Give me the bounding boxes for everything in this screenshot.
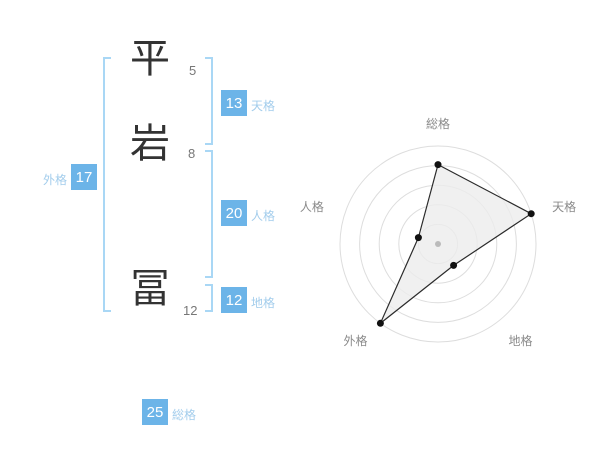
gaikaku-bracket [103, 57, 111, 312]
radar-ring [339, 145, 537, 343]
radar-chart: 総格天格地格 外格 人格 [300, 110, 600, 400]
jinkaku-value-box: 20 [221, 200, 247, 226]
radar-axis-label: 地格 [509, 333, 533, 348]
chikaku-bracket [205, 284, 213, 312]
stroke-count-2: 8 [188, 146, 196, 161]
name-character-2: 岩 [130, 122, 170, 166]
jinkaku-bracket [205, 150, 213, 278]
radar-data-point [450, 261, 458, 269]
soukaku-value-box: 25 [142, 399, 168, 425]
radar-axis-label: 人格 [300, 199, 324, 214]
tenkaku-value-box: 13 [221, 90, 247, 116]
tenkaku-bracket [205, 57, 213, 145]
stroke-count-3: 12 [183, 303, 198, 318]
radar-data-polygon [379, 163, 533, 324]
radar-axis-label: 天格 [552, 199, 576, 214]
chikaku-value-box: 12 [221, 287, 247, 313]
chikaku-label: 地格 [251, 296, 276, 310]
name-character-1: 平 [130, 37, 170, 81]
radar-data-point [527, 210, 535, 218]
radar-center-dot [435, 241, 441, 247]
gaikaku-label: 外格 [43, 173, 68, 187]
radar-axis-label: 外格 [343, 333, 367, 348]
radar-data-point [434, 161, 442, 169]
name-character-3: 冨 [130, 267, 170, 311]
gaikaku-value-box: 17 [71, 164, 97, 190]
tenkaku-label: 天格 [251, 99, 276, 113]
stroke-count-1: 5 [189, 63, 197, 78]
radar-data-point [414, 234, 422, 242]
jinkaku-label: 人格 [251, 209, 276, 223]
soukaku-label: 総格 [172, 408, 197, 422]
radar-data-point [376, 319, 384, 327]
radar-axis-label: 総格 [426, 116, 450, 131]
